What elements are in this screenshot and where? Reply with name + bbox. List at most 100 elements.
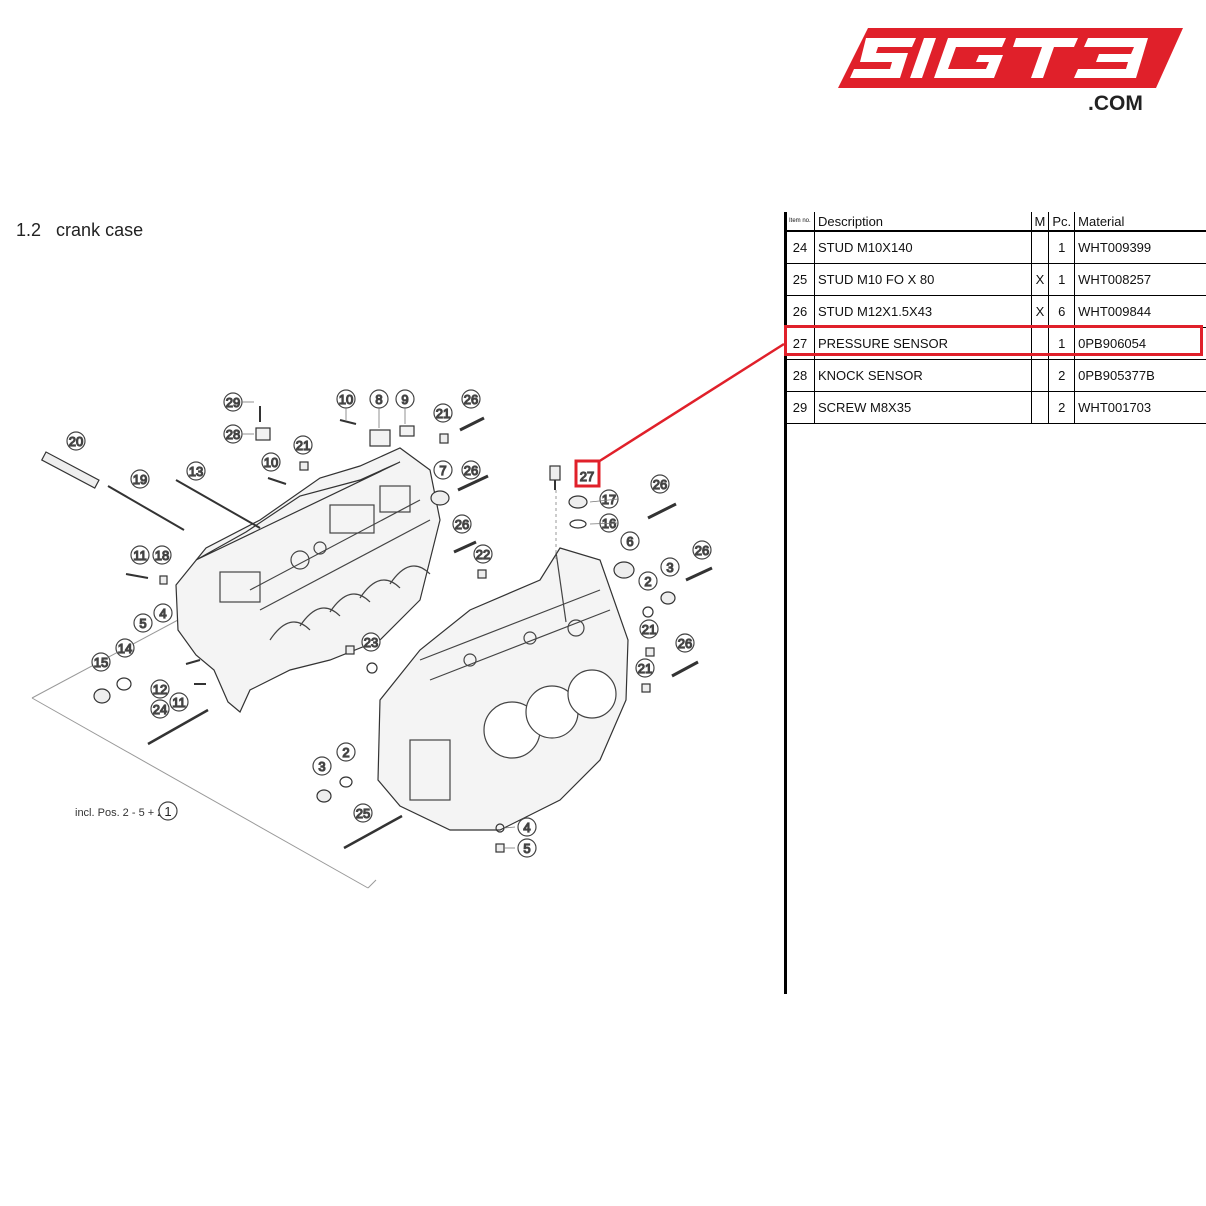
crankcase-lower-half xyxy=(377,547,629,831)
header-item-no: Item no. xyxy=(786,212,815,232)
row-item-no: 25 xyxy=(786,263,815,296)
svg-text:11: 11 xyxy=(172,695,186,710)
svg-text:24: 24 xyxy=(153,702,167,717)
callout: 2 xyxy=(336,742,356,762)
callout: 28 xyxy=(223,424,243,444)
callout: 18 xyxy=(152,545,172,565)
svg-text:25: 25 xyxy=(356,806,370,821)
row-item-no: 28 xyxy=(786,359,815,392)
note-callout: 1 xyxy=(158,801,178,821)
callout: 21 xyxy=(293,435,313,455)
row-material: WHT009399 xyxy=(1074,231,1206,264)
row-pc: 2 xyxy=(1048,359,1076,392)
callout: 10 xyxy=(336,389,356,409)
svg-text:13: 13 xyxy=(189,464,203,479)
callout: 14 xyxy=(115,638,135,658)
svg-text:20: 20 xyxy=(69,434,83,449)
row-description: SCREW M8X35 xyxy=(814,391,1032,424)
table-row: 24 STUD M10X140 1 WHT009399 xyxy=(786,231,1206,264)
svg-text:8: 8 xyxy=(375,392,382,407)
svg-text:28: 28 xyxy=(226,427,240,442)
callout: 26 xyxy=(675,633,695,653)
row-item-no: 24 xyxy=(786,231,815,264)
svg-text:2: 2 xyxy=(644,574,651,589)
callout: 15 xyxy=(91,652,111,672)
svg-text:15: 15 xyxy=(94,655,108,670)
logo-domain: .COM xyxy=(1088,92,1143,115)
callout: 22 xyxy=(473,544,493,564)
row-m: X xyxy=(1031,263,1050,296)
table-left-rule xyxy=(784,212,787,994)
callout: 21 xyxy=(639,619,659,639)
row-item-no: 26 xyxy=(786,295,815,328)
svg-text:12: 12 xyxy=(153,682,167,697)
callout: 4 xyxy=(517,817,537,837)
row-description: STUD M12X1.5X43 xyxy=(814,295,1032,328)
header-m: M xyxy=(1031,212,1050,232)
brand-logo xyxy=(838,28,1183,88)
svg-text:5: 5 xyxy=(523,841,530,856)
row-pc: 1 xyxy=(1048,263,1076,296)
svg-text:26: 26 xyxy=(678,636,692,651)
row-material: WHT008257 xyxy=(1074,263,1206,296)
page-title: 1.2 crank case xyxy=(16,220,143,241)
row-item-no: 29 xyxy=(786,391,815,424)
svg-text:10: 10 xyxy=(339,392,353,407)
header-description: Description xyxy=(814,212,1032,232)
callout: 25 xyxy=(353,803,373,823)
callout: 11 xyxy=(169,692,189,712)
svg-text:4: 4 xyxy=(523,820,530,835)
leader-lines xyxy=(242,401,619,849)
callout: 11 xyxy=(130,545,150,565)
svg-text:17: 17 xyxy=(602,492,616,507)
callout: 23 xyxy=(361,632,381,652)
header-pc: Pc. xyxy=(1048,212,1076,232)
svg-text:3: 3 xyxy=(318,759,325,774)
row-pc: 6 xyxy=(1048,295,1076,328)
svg-text:4: 4 xyxy=(159,606,166,621)
row-description: KNOCK SENSOR xyxy=(814,359,1032,392)
callout: 20 xyxy=(66,431,86,451)
callout: 27 xyxy=(576,465,598,485)
row-m xyxy=(1031,359,1050,392)
callout: 2 xyxy=(638,571,658,591)
svg-text:21: 21 xyxy=(638,661,652,676)
table-highlight-box xyxy=(784,325,1203,356)
row-description: STUD M10X140 xyxy=(814,231,1032,264)
svg-text:10: 10 xyxy=(264,455,278,470)
callout: 24 xyxy=(150,699,170,719)
svg-text:18: 18 xyxy=(155,548,169,563)
row-pc: 1 xyxy=(1048,231,1076,264)
section-number: 1.2 xyxy=(16,220,42,240)
crankcase-upper-half xyxy=(175,447,441,713)
svg-text:19: 19 xyxy=(133,472,147,487)
svg-text:26: 26 xyxy=(695,543,709,558)
callout: 5 xyxy=(517,838,537,858)
logo-lettering xyxy=(850,38,1148,78)
svg-text:11: 11 xyxy=(133,548,147,563)
callout: 10 xyxy=(261,452,281,472)
svg-text:14: 14 xyxy=(118,641,132,656)
svg-text:9: 9 xyxy=(401,392,408,407)
callout: 7 xyxy=(433,460,453,480)
svg-text:26: 26 xyxy=(464,463,478,478)
callout: 26 xyxy=(650,474,670,494)
hardware-parts xyxy=(40,406,713,853)
callout: 26 xyxy=(461,460,481,480)
row-m: X xyxy=(1031,295,1050,328)
table-row: 29 SCREW M8X35 2 WHT001703 xyxy=(786,391,1206,424)
callout: 26 xyxy=(692,540,712,560)
callout: 9 xyxy=(395,389,415,409)
row-material: WHT009844 xyxy=(1074,295,1206,328)
callout: 17 xyxy=(599,489,619,509)
callout: 6 xyxy=(620,531,640,551)
callout: 26 xyxy=(461,389,481,409)
callout: 29 xyxy=(223,392,243,412)
svg-text:5: 5 xyxy=(139,616,146,631)
row-m xyxy=(1031,231,1050,264)
table-row: 28 KNOCK SENSOR 2 0PB905377B xyxy=(786,359,1206,392)
row-material: 0PB905377B xyxy=(1074,359,1206,392)
svg-text:21: 21 xyxy=(296,438,310,453)
svg-text:2: 2 xyxy=(342,745,349,760)
svg-text:21: 21 xyxy=(642,622,656,637)
